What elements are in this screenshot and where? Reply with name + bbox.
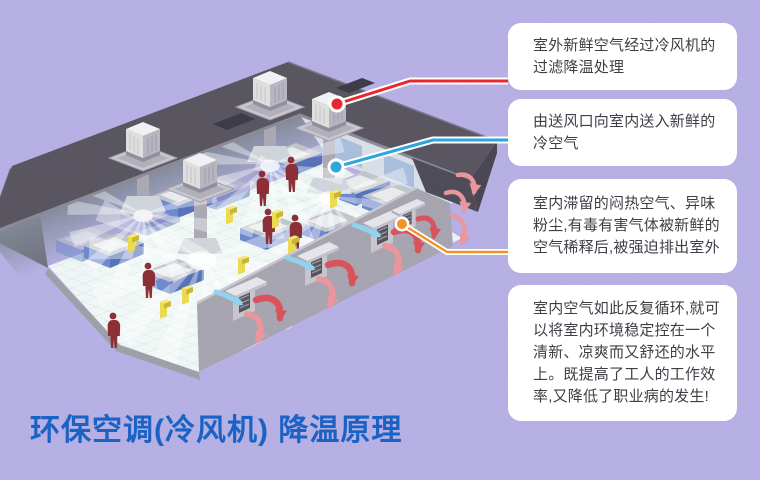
callout-circulation-result: 室内空气如此反复循环,就可 以将室内环境稳定控在一个 清新、凉爽而又舒还的水平 …: [508, 285, 737, 421]
callout-text: 粉尘,有毒有害气体被新鲜的: [533, 217, 720, 234]
callout-text: 由送风口向室内送入新鲜的: [533, 112, 716, 130]
page-title: 环保空调(冷风机) 降温原理: [30, 414, 403, 447]
callout-text: 空气稀释后,被强迫排出室外: [533, 239, 720, 256]
callout-text: 清新、凉爽而又舒还的水平: [533, 344, 716, 361]
callout-text: 过滤降温处理: [533, 58, 625, 76]
callout-fresh-air-filtering: 室外新鲜空气经过冷风机的 过滤降温处理: [508, 23, 737, 90]
callout-text: 上。既提高了工人的工作效: [533, 366, 716, 383]
callout-exhaust-stale-air: 室内滞留的闷热空气、异味 粉尘,有毒有害气体被新鲜的 空气稀释后,被强迫排出室外: [508, 179, 737, 273]
callout-cold-air-supply: 由送风口向室内送入新鲜的 冷空气: [508, 99, 737, 166]
callout-text: 以将室内环境稳定控在一个: [533, 322, 716, 339]
callout-text: 室内空气如此反复循环,就可: [533, 300, 720, 317]
callout-text: 室外新鲜空气经过冷风机的: [533, 36, 716, 54]
callout-text: 冷空气: [533, 134, 579, 152]
callout-text: 率,又降低了职业病的发生!: [533, 388, 709, 405]
callout-text: 室内滞留的闷热空气、异味: [533, 195, 716, 212]
